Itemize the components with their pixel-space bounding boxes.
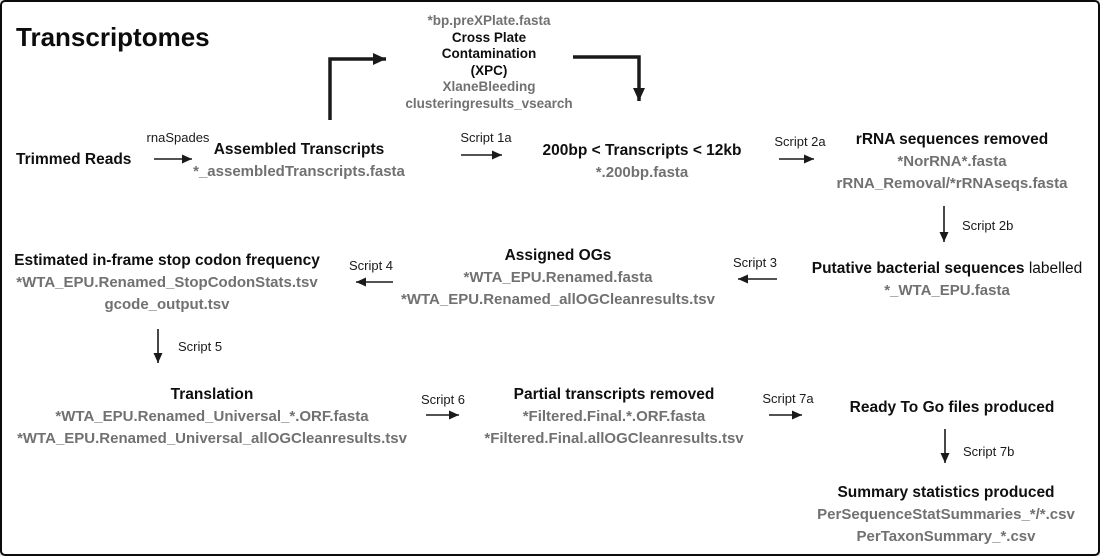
file-name: rRNA_Removal/*rRNAseqs.fasta [836,175,1068,192]
file-name: *WTA_EPU.Renamed_Universal_allOGCleanres… [17,430,407,447]
node-title: Cross Plate [451,29,527,45]
file-name: *.200bp.fasta [595,164,689,181]
node-assigned-ogs: Assigned OGs *WTA_EPU.Renamed.fasta *WTA… [401,245,715,311]
diagram-title: Transcriptomes [16,22,210,52]
node-title: Contamination [441,46,537,61]
file-name: *Filtered.Final.*.ORF.fasta [522,408,706,425]
file-name: *WTA_EPU.Renamed_allOGCleanresults.tsv [401,291,715,308]
edge-label-script-2a: Script 2a [774,134,826,149]
node-title: Summary statistics produced [837,484,1055,501]
arrow-elbow-to-xpc [328,53,386,120]
node-title: Partial transcripts removed [513,386,715,403]
edge-label-script-6: Script 6 [420,392,466,407]
edge-label-script-2b: Script 2b [962,218,1014,233]
node-title: Translation [170,386,254,403]
node-title: Putative bacterial sequences labelled [812,258,1083,280]
file-name: *WTA_EPU.Renamed_StopCodonStats.tsv [16,274,318,291]
node-summary-statistics: Summary statistics produced PerSequenceS… [817,482,1075,548]
edge-label-script-7a: Script 7a [762,391,814,406]
file-name: *WTA_EPU.Renamed_Universal_*.ORF.fasta [55,408,369,425]
node-title: 200bp < Transcripts < 12kb [542,142,742,159]
node-title: Estimated in-frame stop codon frequency [14,252,320,269]
edge-label-script-3: Script 3 [732,255,778,270]
node-ready-to-go: Ready To Go files produced [850,397,1055,419]
edge-label-script-7b: Script 7b [963,444,1015,459]
edge-label-script-1a: Script 1a [460,130,512,145]
file-name: *Filtered.Final.allOGCleanresults.tsv [484,430,744,447]
node-title: Ready To Go files produced [849,399,1055,416]
node-rrna-removed: rRNA sequences removed *NorRNA*.fasta rR… [837,129,1068,195]
file-name: PerSequenceStatSummaries_*/*.csv [817,506,1075,523]
node-trimmed-reads: Trimmed Reads [16,149,131,171]
file-name: *_WTA_EPU.fasta [884,282,1010,299]
file-name: PerTaxonSummary_*.csv [856,528,1036,545]
node-partial-removed: Partial transcripts removed *Filtered.Fi… [484,384,743,450]
node-cross-plate-contamination: *bp.preXPlate.fasta Cross Plate Contamin… [405,13,572,112]
node-translation: Translation *WTA_EPU.Renamed_Universal_*… [17,384,407,450]
node-title-regular: labelled [1028,260,1083,277]
node-title: rRNA sequences removed [855,131,1049,148]
file-name: *bp.preXPlate.fasta [427,13,551,28]
file-name: *WTA_EPU.Renamed.fasta [463,269,653,286]
file-name: gcode_output.tsv [104,296,230,313]
file-name: XlaneBleeding [442,79,536,94]
node-title: Trimmed Reads [16,151,132,168]
node-size-filter: 200bp < Transcripts < 12kb *.200bp.fasta [542,140,741,184]
node-stop-codon-frequency: Estimated in-frame stop codon frequency … [14,250,320,316]
file-name: *_assembledTranscripts.fasta [193,163,405,180]
edge-label-script-5: Script 5 [178,339,223,354]
node-title-bold: Putative bacterial sequences [811,260,1025,277]
file-name: *NorRNA*.fasta [897,153,1007,170]
node-title: Assembled Transcripts [213,141,385,158]
edge-label-rnaspades: rnaSpades [146,130,210,145]
arrow-elbow-from-xpc [573,55,645,101]
edge-label-script-4: Script 4 [348,258,394,273]
node-title: (XPC) [470,62,508,78]
file-name: clusteringresults_vsearch [405,95,573,111]
node-assembled-transcripts: Assembled Transcripts *_assembledTranscr… [193,139,405,183]
node-bacterial-labelled: Putative bacterial sequences labelled *_… [812,258,1083,302]
node-title: Assigned OGs [504,247,612,264]
